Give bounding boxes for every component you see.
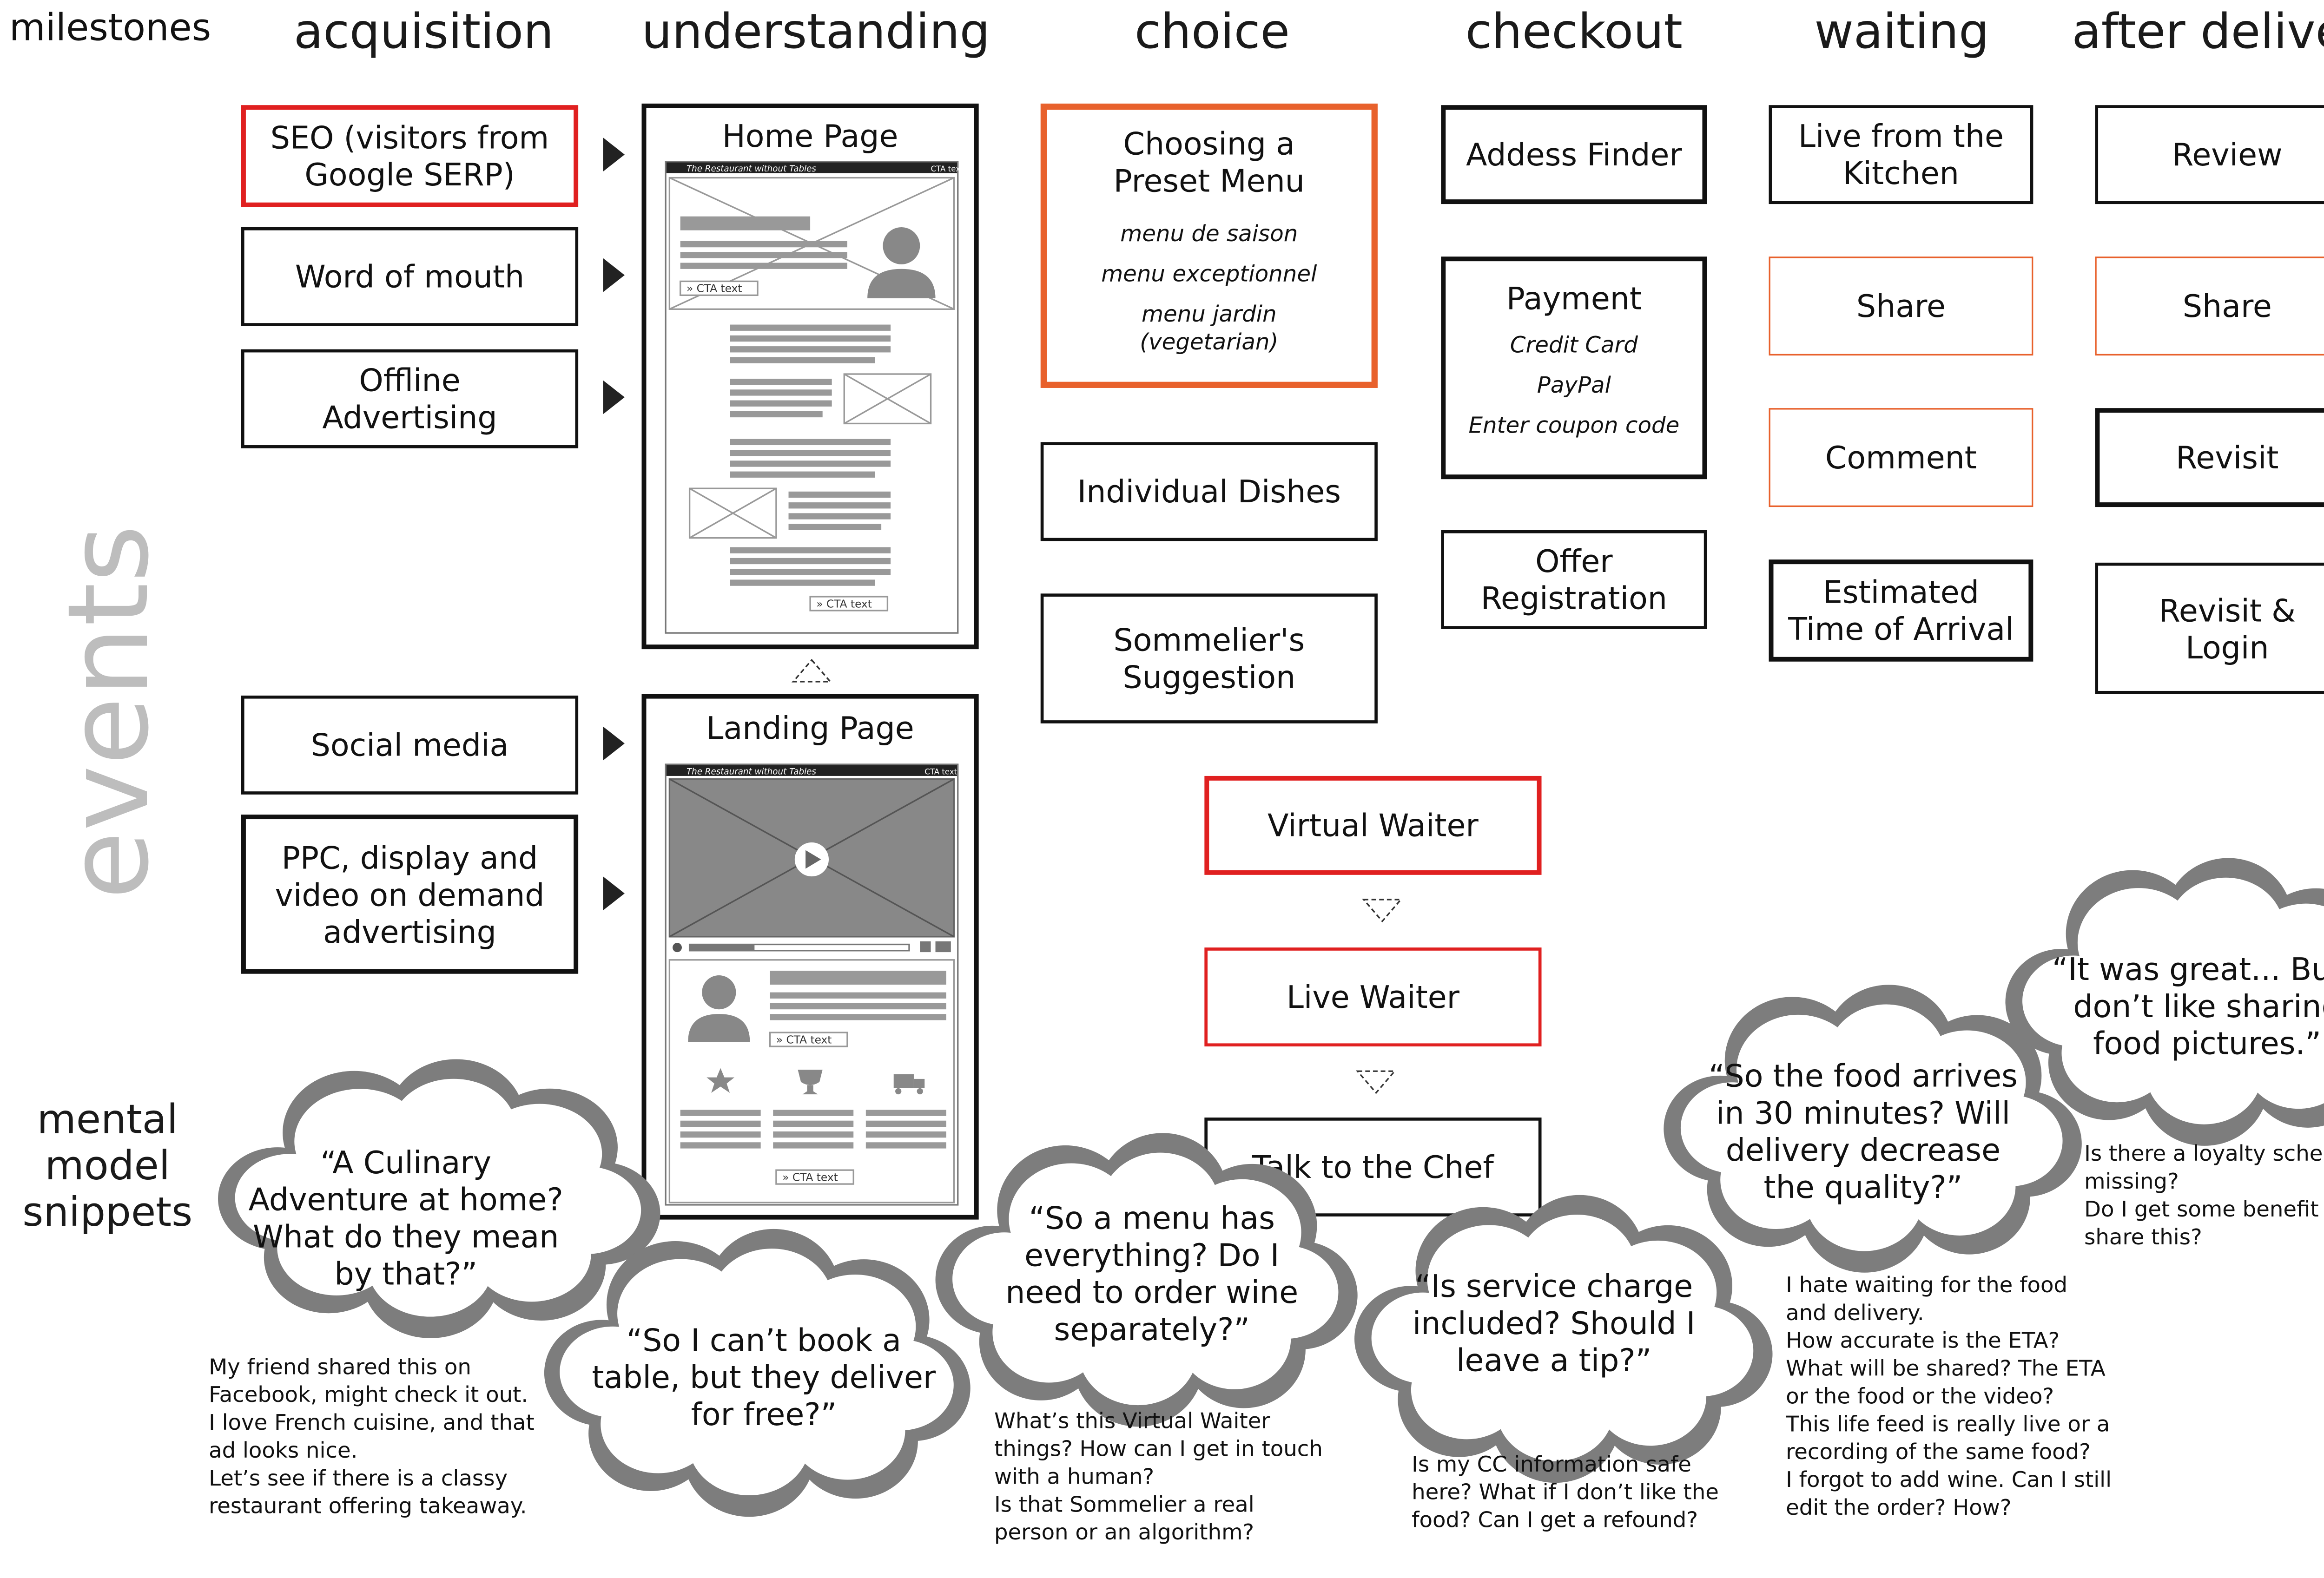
event-preset-menu: Choosing a Preset Menu menu de saison me… (1040, 103, 1378, 388)
quote-acquisition: “A Culinary Adventure at home? What do t… (248, 1144, 563, 1292)
column-header-after-delivery: after delivery (2072, 4, 2324, 60)
event-live-from-kitchen: Live from the Kitchen (1769, 105, 2034, 204)
flow-arrow (603, 726, 625, 761)
svg-text:» CTA text: » CTA text (782, 1171, 838, 1184)
event-revisit-login: Revisit & Login (2095, 562, 2324, 694)
column-header-choice: choice (1134, 4, 1290, 60)
landing-page-title: Landing Page (706, 709, 914, 747)
home-page-wireframe: Home Page The Restaurant without Tables … (641, 103, 979, 650)
event-offline-advertising: Offline Advertising (241, 349, 579, 448)
landing-page-wireframe: Landing Page The Restaurant without Tabl… (641, 694, 979, 1220)
mental-model-label: mental model snippets (22, 1097, 193, 1237)
dashed-connector (1356, 1070, 1397, 1094)
event-virtual-waiter: Virtual Waiter (1204, 776, 1542, 875)
event-comment: Comment (1769, 408, 2034, 507)
quote-waiting: “So the food arrives in 30 minutes? Will… (1708, 1057, 2018, 1206)
event-individual-dishes: Individual Dishes (1040, 442, 1378, 541)
flow-arrow (603, 138, 625, 172)
column-header-understanding: understanding (641, 4, 990, 60)
landing-page-mockup: The Restaurant without Tables CTA text »… (665, 763, 959, 1206)
home-page-title: Home Page (722, 117, 898, 155)
svg-text:» CTA text: » CTA text (776, 1033, 832, 1046)
flow-arrow (603, 876, 625, 911)
event-share: Share (1769, 256, 2034, 356)
event-social-media: Social media (241, 695, 579, 795)
quote-choice: “So a menu has everything? Do I need to … (1005, 1199, 1299, 1348)
event-review: Review (2095, 105, 2324, 204)
event-after-share: Share (2095, 256, 2324, 356)
home-page-mockup: The Restaurant without Tables CTA text »… (665, 160, 959, 634)
flow-arrow (603, 258, 625, 292)
svg-text:CTA text: CTA text (931, 164, 959, 173)
column-header-checkout: checkout (1465, 4, 1683, 60)
column-header-acquisition: acquisition (294, 4, 554, 60)
quote-understanding: “So I can’t book a table, but they deliv… (592, 1322, 936, 1433)
event-seo: SEO (visitors from Google SERP) (241, 105, 579, 207)
event-estimated-time: Estimated Time of Arrival (1769, 559, 2034, 662)
svg-text:CTA text: CTA text (924, 768, 957, 776)
milestones-label: milestones (9, 6, 211, 50)
dashed-connector (1362, 899, 1403, 923)
restaurant-name: The Restaurant without Tables (687, 164, 816, 174)
svg-text:» CTA text: » CTA text (687, 283, 742, 295)
svg-text:The Restaurant without Tables: The Restaurant without Tables (687, 767, 816, 777)
note-acquisition: My friend shared this on Facebook, might… (209, 1355, 535, 1519)
event-live-waiter: Live Waiter (1204, 947, 1542, 1047)
flow-arrow (603, 380, 625, 414)
event-ppc-advertising: PPC, display and video on demand adverti… (241, 815, 579, 974)
note-waiting: I hate waiting for the food and delivery… (1786, 1274, 2112, 1521)
event-offer-registration: Offer Registration (1441, 530, 1707, 629)
quote-checkout: “Is service charge included? Should I le… (1412, 1267, 1696, 1379)
event-revisit: Revisit (2095, 408, 2324, 507)
quote-after-delivery: “It was great... But I don’t like sharin… (2052, 950, 2324, 1062)
note-after-delivery: Is there a loyalty scheme I’m missing? D… (2084, 1142, 2324, 1251)
column-header-waiting: waiting (1814, 4, 1989, 60)
event-payment: Payment Credit Card PayPal Enter coupon … (1441, 256, 1707, 480)
event-sommelier: Sommelier's Suggestion (1040, 593, 1378, 723)
event-address-finder: Addess Finder (1441, 105, 1707, 204)
note-choice: What’s this Virtual Waiter things? How c… (994, 1409, 1323, 1546)
svg-text:» CTA text: » CTA text (816, 598, 872, 610)
dashed-connector (791, 658, 832, 683)
note-checkout: Is my CC information safe here? What if … (1412, 1453, 1719, 1533)
event-word-of-mouth: Word of mouth (241, 227, 579, 326)
